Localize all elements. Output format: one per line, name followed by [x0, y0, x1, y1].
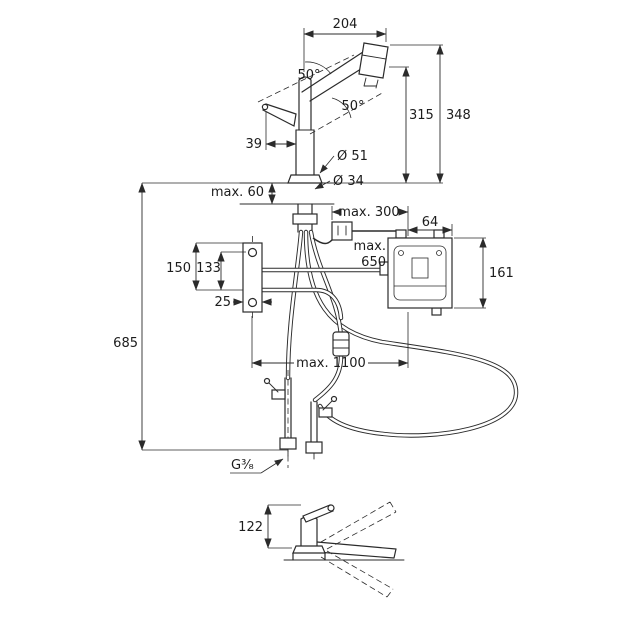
handle-lever — [261, 103, 297, 127]
dim-25-label: 25 — [214, 295, 231, 310]
angle-stop-valves — [263, 370, 338, 468]
base-flange — [287, 174, 323, 184]
thread-callout: G³⁄₈ — [230, 458, 284, 474]
dim-315-label: 315 — [409, 108, 434, 123]
max-1100-label: max. 1100 — [296, 356, 366, 371]
dim-max-650: max. 650 — [354, 239, 386, 270]
dim-150-label: 150 — [166, 261, 191, 276]
max-650-label-line1: max. — [354, 239, 386, 254]
dim-348-label: 348 — [446, 108, 471, 123]
wall-mount-plate — [242, 236, 263, 320]
dim-150: 150 — [166, 242, 243, 291]
control-box — [379, 229, 453, 316]
dim-64-label: 64 — [422, 215, 439, 230]
dim-204-label: 204 — [333, 17, 358, 32]
dim-133-label: 133 — [196, 261, 221, 276]
dia-34-label: Ø 34 — [333, 174, 364, 189]
dim-25: 25 — [214, 295, 272, 310]
side-handle-lever — [302, 504, 334, 523]
max-300-label: max. 300 — [338, 205, 399, 220]
dim-64: 64 — [407, 215, 453, 236]
dim-348: 348 — [336, 44, 471, 184]
dim-dia-51: Ø 51 — [319, 149, 368, 174]
mounting-nut — [292, 213, 318, 225]
dim-122-label: 122 — [238, 520, 263, 535]
dim-max-60: max. 60 — [211, 182, 276, 205]
power-plug — [312, 221, 399, 245]
angle-spout-label: 50° — [297, 68, 320, 83]
max-650-label-line2: 650 — [361, 255, 386, 270]
dim-315: 315 — [389, 66, 434, 184]
dim-angle-mid: 50° — [341, 99, 364, 114]
dia-51-label: Ø 51 — [337, 149, 368, 164]
dim-133: 133 — [196, 251, 246, 291]
dim-122: 122 — [238, 504, 301, 549]
dim-161-label: 161 — [489, 266, 514, 281]
dim-angle-top: 50° — [297, 68, 320, 83]
spray-head — [358, 42, 389, 89]
mounting-shaft — [292, 203, 318, 233]
thread-label: G³⁄₈ — [231, 458, 254, 473]
faucet-front-view — [257, 42, 389, 184]
dim-685-label: 685 — [113, 336, 138, 351]
faucet-side-view: 122 — [238, 501, 405, 598]
dim-dia-34: Ø 34 — [314, 174, 364, 190]
swivel-angle-construction — [257, 54, 385, 135]
dim-161: 161 — [454, 237, 514, 309]
angle-head-label: 50° — [341, 99, 364, 114]
dim-39: 39 — [245, 112, 297, 152]
hoses — [259, 229, 519, 438]
hose-weight — [332, 331, 350, 357]
max-60-label: max. 60 — [211, 185, 264, 200]
dim-max-1100: max. 1100 — [251, 312, 409, 371]
dim-685: 685 — [113, 182, 288, 451]
dim-39-label: 39 — [245, 137, 262, 152]
dim-204: 204 — [303, 17, 387, 72]
